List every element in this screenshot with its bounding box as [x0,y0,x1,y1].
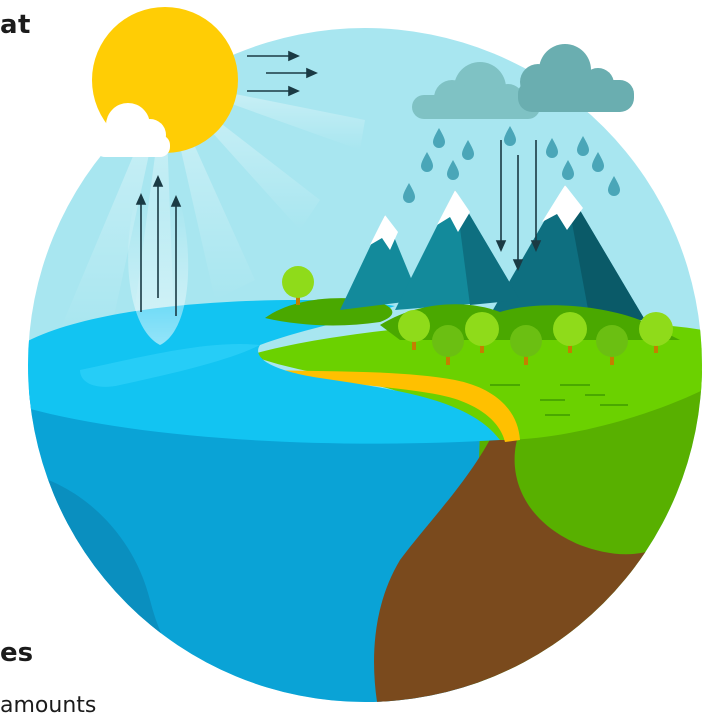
snow-cap [437,190,470,232]
raindrop-icon [462,140,474,160]
rain-cloud-icon [518,44,634,112]
raindrop-icon [592,152,604,172]
tree-icon [553,312,587,353]
precipitation-arrows [495,140,542,271]
tree-icon [432,325,464,365]
raindrop-icon [562,160,574,180]
mountain-shadow [455,190,520,305]
arrow-down-icon [512,155,524,271]
cropped-heading-fragment-top: at [0,10,31,40]
arrow-up-icon [152,175,164,298]
rain-cloud-icon [412,62,540,119]
tree-icon [465,312,499,353]
cropped-heading-fragment-bottom: es [0,638,34,668]
arrow-down-icon [530,140,542,252]
arrow-up-icon [170,195,182,316]
beach-sand [270,370,520,442]
raindrop-icon [433,128,445,148]
evaporation-arrows [135,175,182,316]
tree-icon [398,310,430,350]
arrow-right-icon [266,67,318,79]
raindrop-icon [546,138,558,158]
ocean-wave-highlight [80,344,260,387]
land-surface [250,320,702,440]
mountain-range [340,185,645,320]
snow-cap [542,185,583,230]
tree-icon [510,325,542,365]
arrow-down-icon [495,140,507,252]
snow-cap [370,215,398,250]
arrow-right-icon [247,85,300,97]
arrow-right-icon [247,50,300,62]
mountain-shadow [565,185,645,320]
ocean-surface [28,300,500,444]
trees [282,266,673,365]
tree-icon [282,266,314,305]
raindrop-icon [421,152,433,172]
raindrop-icon [577,136,589,156]
raindrop-icon [504,126,516,146]
cloud-icon [89,103,170,157]
raindrop-icon [447,160,459,180]
raindrop-icon [403,183,415,203]
grass-marks [490,384,628,416]
wind-arrows [247,50,318,97]
raindrop-icon [608,176,620,196]
tree-icon [639,312,673,353]
arrow-up-icon [135,193,147,312]
tree-icon [596,325,628,365]
raindrops [403,126,620,203]
mountain-icon [340,215,420,310]
cropped-body-text-fragment: amounts [0,693,97,718]
